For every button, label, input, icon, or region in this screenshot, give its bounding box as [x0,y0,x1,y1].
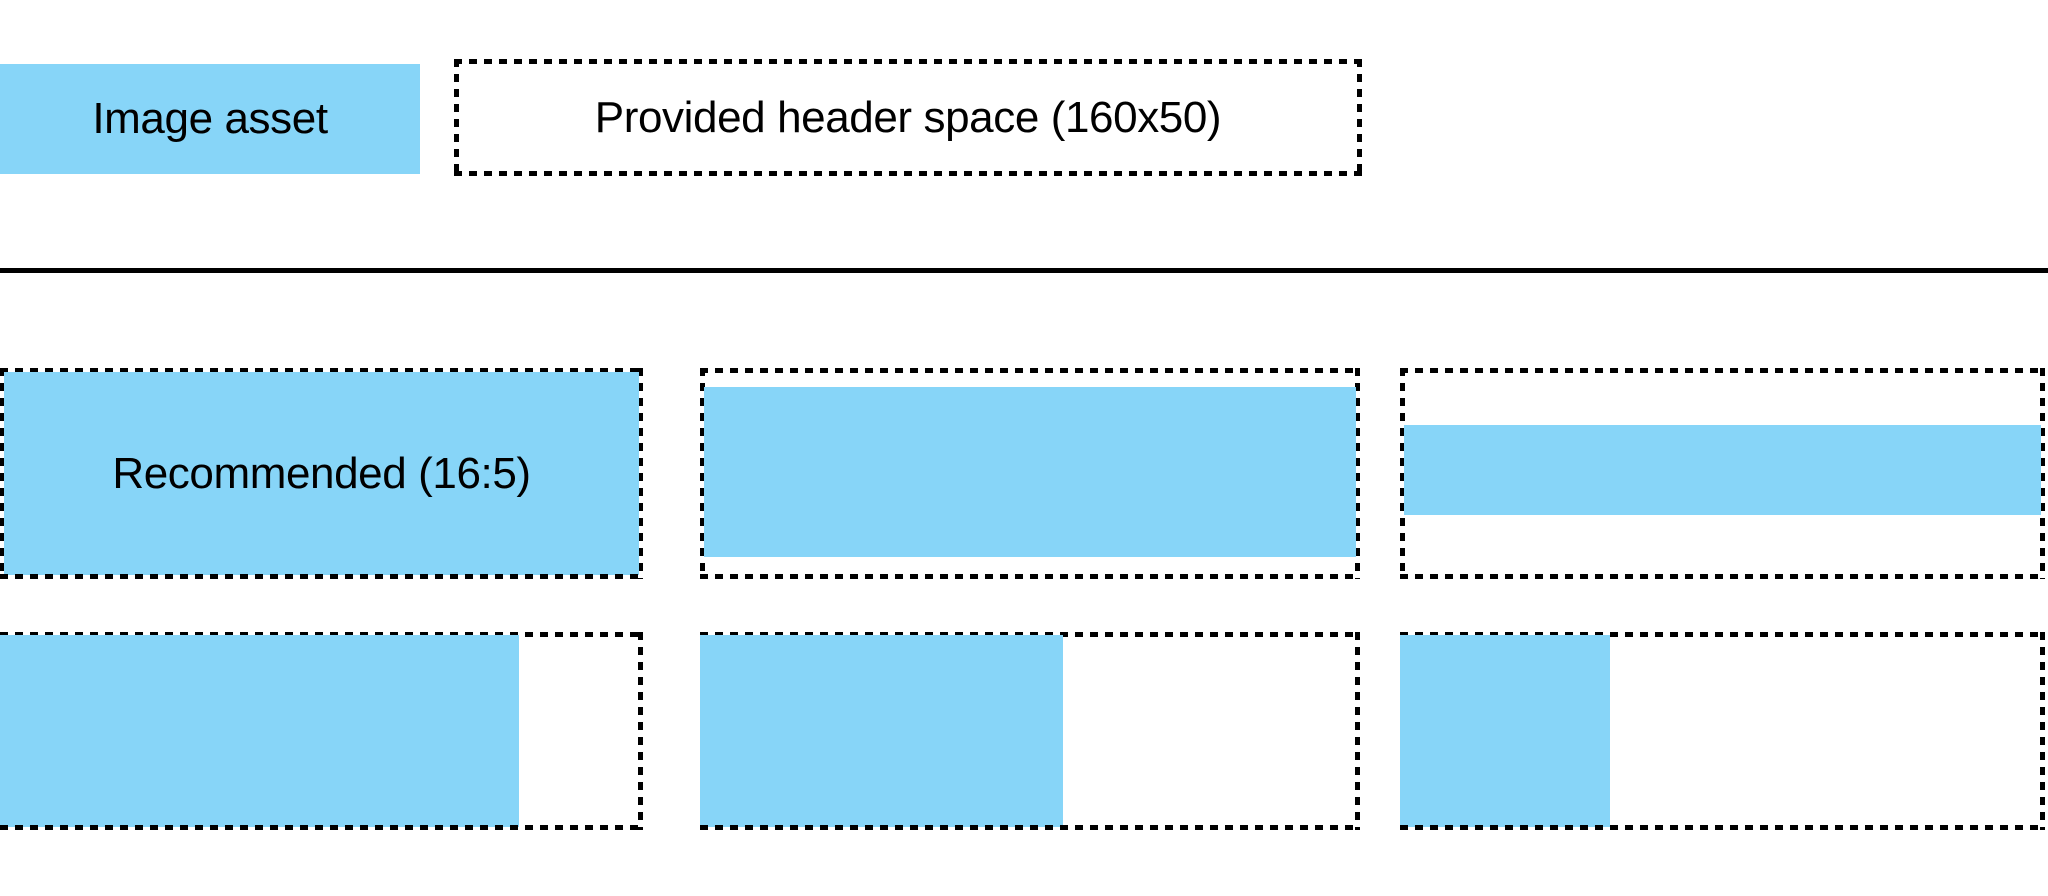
ratio-card-slightly-taller-than-frame [700,368,1360,579]
image-asset-swatch-label: Image asset [92,94,328,143]
image-asset-swatch: Image asset [0,64,420,174]
asset-fill-region [1400,635,1610,827]
ratio-card-wide-short-band [1400,368,2045,579]
section-divider [0,268,2048,273]
asset-fill-region [0,635,519,827]
ratio-card-narrow-55-percent [700,632,1360,830]
provided-header-space-outline: Provided header space (160x50) [454,59,1362,176]
legend-band: Image asset Provided header space (160x5… [0,0,2048,268]
ratio-card-recommended-16-5: Recommended (16:5) [0,368,643,579]
asset-fill-region [1404,425,2041,515]
ratio-example-grid: Recommended (16:5) [0,273,2048,896]
ratio-card-label: Recommended (16:5) [112,448,531,498]
asset-fill-region [4,372,639,575]
outline-right-edge [638,632,643,830]
ratio-card-narrow-33-percent [1400,632,2045,830]
asset-fill-region [704,387,1356,557]
provided-header-space-label: Provided header space (160x50) [594,92,1222,142]
asset-fill-region [700,635,1063,827]
ratio-card-narrow-81-percent [0,632,643,830]
outline-right-edge [2040,632,2045,830]
outline-right-edge [1355,632,1360,830]
